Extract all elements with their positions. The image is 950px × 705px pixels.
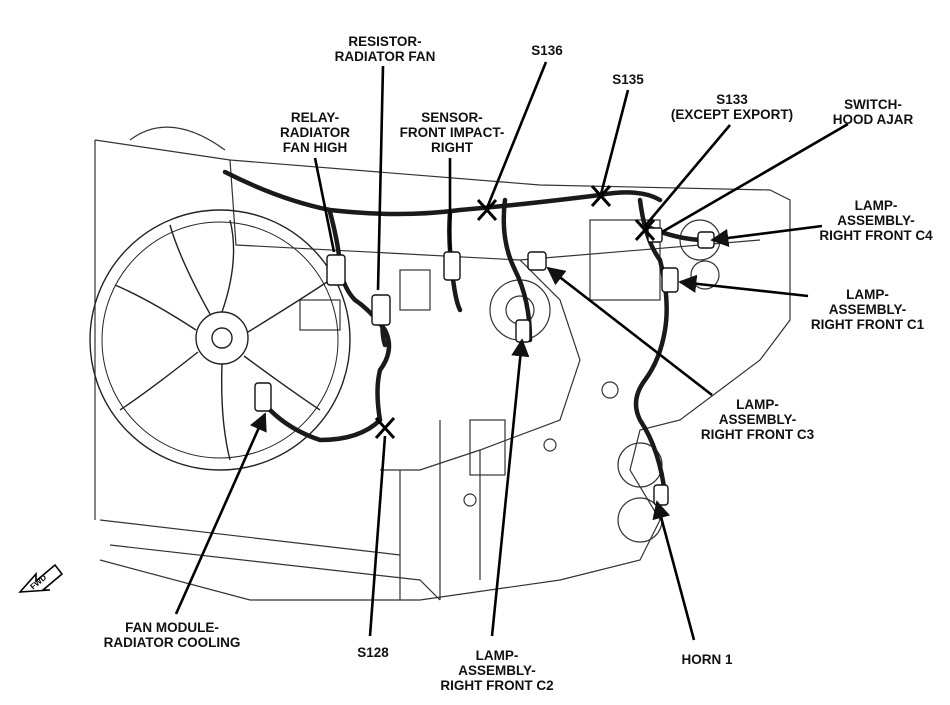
lamp-c3-leader <box>546 266 713 397</box>
label-line: FAN HIGH <box>282 140 348 155</box>
label-line: RIGHT FRONT C2 <box>440 678 554 693</box>
s135-splice-mark <box>590 184 612 208</box>
label-s135: S135 <box>603 72 653 87</box>
lamp-c1-leader <box>678 274 809 298</box>
label-line: RADIATOR COOLING <box>103 635 241 650</box>
label-line: ASSEMBLY- <box>837 213 915 228</box>
label-line: FAN MODULE- <box>125 620 219 635</box>
connectors <box>254 227 715 506</box>
label-line: FRONT IMPACT- <box>399 125 505 140</box>
label-line: S136 <box>531 43 563 58</box>
label-line: LAMP- <box>736 397 779 412</box>
label-s128: S128 <box>348 645 398 660</box>
label-lamp-assembly-right-front-c3: LAMP- ASSEMBLY- RIGHT FRONT C3 <box>690 397 825 442</box>
splice-marks <box>374 184 656 440</box>
horn-connector <box>653 484 669 506</box>
label-lamp-assembly-right-front-c2: LAMP- ASSEMBLY- RIGHT FRONT C2 <box>432 648 562 693</box>
label-line: SENSOR- <box>421 110 483 125</box>
label-line: RELAY- <box>290 110 340 125</box>
label-line: RADIATOR FAN <box>334 49 436 64</box>
label-fan-module-radiator-cooling: FAN MODULE- RADIATOR COOLING <box>92 620 252 650</box>
fwd-arrow-icon: FWD <box>18 563 64 593</box>
label-lamp-assembly-right-front-c4: LAMP- ASSEMBLY- RIGHT FRONT C4 <box>812 198 940 243</box>
lamp-c4-leader <box>710 224 823 247</box>
label-line: LAMP- <box>854 198 898 213</box>
label-line: LAMP- <box>475 648 519 663</box>
resistor-leader <box>376 65 385 291</box>
label-horn-1: HORN 1 <box>672 652 742 667</box>
lamp-c3-connector <box>527 251 547 271</box>
label-line: RIGHT <box>431 140 473 155</box>
leader-lines <box>174 61 849 641</box>
label-sensor-front-impact-right: SENSOR- FRONT IMPACT- RIGHT <box>392 110 512 155</box>
lamp-c1-connector <box>661 267 679 293</box>
relay-leader <box>313 157 336 253</box>
lamp-c4-connector <box>697 231 715 249</box>
label-line: ASSEMBLY- <box>458 663 536 678</box>
s128-splice-mark <box>374 416 396 440</box>
s133-leader <box>644 124 731 227</box>
label-line: RIGHT FRONT C1 <box>810 317 925 332</box>
label-line: (EXCEPT EXPORT) <box>670 107 794 122</box>
label-line: RIGHT FRONT C4 <box>819 228 933 243</box>
label-line: S128 <box>357 645 389 660</box>
s136-leader <box>485 61 548 209</box>
s136-splice-mark <box>476 198 498 222</box>
s128-leader <box>368 435 387 637</box>
lamp-c2-connector <box>515 319 531 343</box>
label-line: RIGHT FRONT C3 <box>700 427 815 442</box>
fan-module-leader <box>174 412 267 615</box>
label-resistor-radiator-fan: RESISTOR- RADIATOR FAN <box>325 34 445 64</box>
switch-hood-leader <box>661 122 849 234</box>
label-line: ASSEMBLY- <box>718 412 797 427</box>
label-line: RESISTOR- <box>348 34 422 49</box>
label-s136: S136 <box>522 43 572 58</box>
label-line: S135 <box>612 72 644 87</box>
label-relay-radiator-fan-high: RELAY- RADIATOR FAN HIGH <box>265 110 365 155</box>
label-line: ASSEMBLY- <box>828 302 907 317</box>
label-line: SWITCH- <box>844 97 902 112</box>
horn-leader <box>652 500 696 641</box>
lamp-c2-leader <box>490 338 530 637</box>
label-line: RADIATOR <box>280 125 350 140</box>
label-lamp-assembly-right-front-c1: LAMP- ASSEMBLY- RIGHT FRONT C1 <box>800 287 935 332</box>
label-s133-except-export: S133 (EXCEPT EXPORT) <box>662 92 802 122</box>
relay-connector <box>326 254 346 286</box>
s135-leader <box>599 89 630 195</box>
radiator-fan <box>89 209 351 471</box>
label-line: LAMP- <box>846 287 889 302</box>
label-line: S133 <box>716 92 748 107</box>
sensor-connector <box>443 251 461 281</box>
label-line: HORN 1 <box>681 652 733 667</box>
resistor-connector <box>371 294 391 326</box>
s133-splice-mark <box>634 218 656 242</box>
label-switch-hood-ajar: SWITCH- HOOD AJAR <box>818 97 928 127</box>
vehicle-structure <box>94 126 791 601</box>
label-line: HOOD AJAR <box>832 112 914 127</box>
fan-module-connector <box>254 382 272 412</box>
